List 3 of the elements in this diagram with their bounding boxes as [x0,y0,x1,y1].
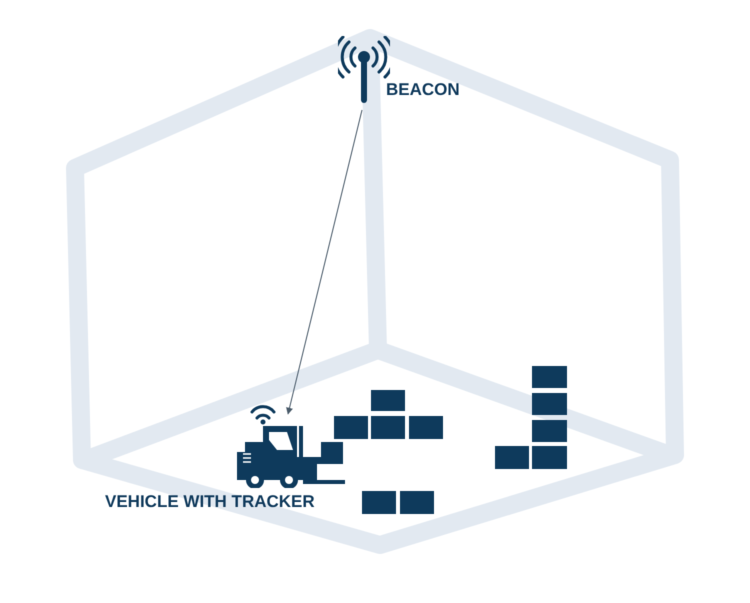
node-label: BEACON [386,80,460,100]
node-label: VEHICLE WITH TRACKER [105,492,315,512]
arrow [286,110,362,415]
